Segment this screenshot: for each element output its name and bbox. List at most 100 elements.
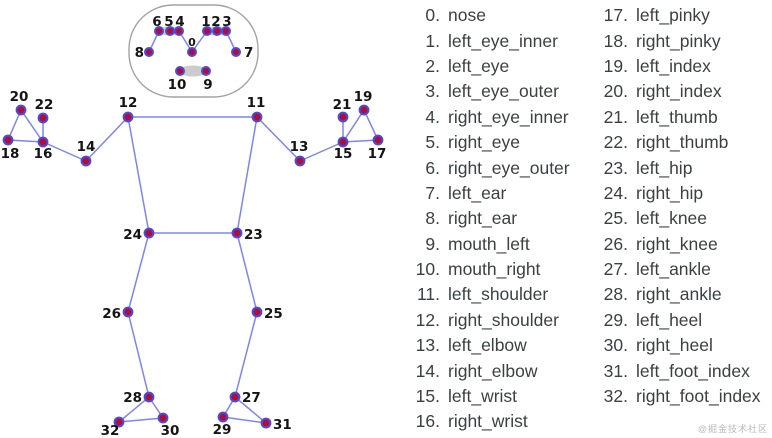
- landmark-index: 28.: [603, 284, 628, 305]
- landmark-index: 15.: [415, 386, 440, 407]
- landmark-dot-11: [251, 111, 263, 123]
- landmark-dot-13: [294, 155, 306, 167]
- landmark-name: right_heel: [636, 335, 713, 356]
- landmark-name: left_hip: [636, 157, 693, 178]
- landmark-item-14: 14.right_elbow: [407, 358, 593, 383]
- landmark-item-16: 16.right_wrist: [407, 409, 593, 434]
- landmark-label-18: 18: [1, 146, 20, 162]
- bone-28-32: [118, 396, 150, 423]
- landmark-dot-18: [2, 134, 14, 146]
- landmark-name: right_knee: [636, 233, 718, 254]
- landmark-item-8: 8.right_ear: [407, 206, 593, 231]
- landmark-item-29: 29.left_heel: [592, 308, 772, 333]
- landmark-name: right_foot_index: [636, 386, 761, 407]
- landmark-dot-10: [175, 66, 185, 76]
- landmark-label-21: 21: [333, 97, 352, 113]
- landmark-label-20: 20: [10, 89, 29, 105]
- landmark-label-1: 1: [201, 14, 210, 30]
- landmark-index: 13.: [415, 335, 440, 356]
- landmark-name: right_pinky: [636, 30, 721, 51]
- landmark-item-17: 17. left_pinky: [592, 3, 772, 28]
- bone-13-15: [299, 141, 344, 162]
- landmark-item-13: 13. left_elbow: [407, 333, 593, 358]
- landmark-label-30: 30: [161, 423, 180, 438]
- landmark-name: left_eye_outer: [448, 81, 559, 102]
- landmark-name: nose: [448, 5, 486, 26]
- landmark-label-8: 8: [135, 45, 144, 61]
- landmark-dot-32: [113, 416, 125, 428]
- landmark-name: left_pinky: [636, 5, 710, 26]
- landmark-item-6: 6. right_eye_outer: [407, 155, 593, 180]
- landmark-index: 26.: [603, 233, 628, 254]
- landmark-dot-28: [143, 391, 155, 403]
- landmark-item-27: 27.left_ankle: [592, 257, 772, 282]
- landmark-name: left_thumb: [636, 106, 718, 127]
- landmark-label-4: 4: [175, 14, 184, 30]
- landmark-name: left_elbow: [448, 335, 527, 356]
- landmark-item-5: 5.right_eye: [407, 130, 593, 155]
- landmark-label-23: 23: [244, 227, 263, 243]
- landmark-item-26: 26. right_knee: [592, 232, 772, 257]
- landmark-dot-0: [187, 47, 197, 57]
- landmark-item-7: 7.left_ear: [407, 181, 593, 206]
- landmark-dot-8: [144, 47, 154, 57]
- landmark-index: 0.: [425, 5, 440, 26]
- landmark-dot-1: [202, 26, 212, 36]
- bone-27-31: [234, 396, 267, 424]
- landmark-name: right_hip: [636, 182, 704, 203]
- landmark-dot-19: [358, 104, 370, 116]
- landmark-name: right_eye: [448, 132, 520, 153]
- landmark-dot-12: [122, 111, 134, 123]
- landmark-name: left_ankle: [636, 259, 711, 280]
- landmark-index: 11.: [416, 284, 440, 305]
- landmark-item-21: 21. left_thumb: [592, 105, 772, 130]
- bone-16-20: [20, 109, 44, 143]
- landmark-label-9: 9: [203, 77, 212, 93]
- landmark-item-18: 18. right_pinky: [592, 28, 772, 53]
- landmark-label-29: 29: [213, 422, 232, 438]
- landmark-name: right_thumb: [636, 132, 729, 153]
- landmark-label-14: 14: [77, 139, 96, 155]
- landmark-name: right_wrist: [448, 411, 528, 432]
- landmark-label-7: 7: [244, 45, 253, 61]
- bone-29-31: [222, 416, 267, 424]
- landmark-item-22: 22.right_thumb: [592, 130, 772, 155]
- landmark-name: left_shoulder: [448, 284, 549, 305]
- landmark-index: 19.: [603, 55, 628, 76]
- landmark-index: 17.: [603, 5, 628, 26]
- landmark-index: 21.: [603, 106, 628, 127]
- landmark-item-0: 0. nose: [407, 3, 593, 28]
- landmark-index: 4.: [425, 106, 440, 127]
- landmark-dot-15: [337, 136, 349, 148]
- landmark-index: 6.: [425, 157, 440, 178]
- landmark-index: 20.: [603, 81, 628, 102]
- landmark-name: right_elbow: [448, 360, 538, 381]
- landmark-item-25: 25.left_knee: [592, 206, 772, 231]
- landmark-index: 18.: [603, 30, 628, 51]
- landmark-label-28: 28: [123, 390, 142, 406]
- landmark-index: 25.: [603, 208, 628, 229]
- bone-16-18: [7, 139, 44, 143]
- landmark-item-10: 10.mouth_right: [407, 257, 593, 282]
- landmark-index: 23.: [603, 157, 628, 178]
- landmark-name: left_heel: [636, 309, 703, 330]
- landmark-label-31: 31: [273, 417, 292, 433]
- landmark-label-0: 0: [188, 36, 196, 49]
- landmark-index: 1.: [425, 30, 440, 51]
- landmark-name: right_eye_outer: [448, 157, 570, 178]
- landmark-index: 3.: [425, 81, 440, 102]
- landmark-dot-5: [165, 26, 175, 36]
- landmark-name: mouth_right: [448, 259, 541, 280]
- landmark-list-column-2: 17. left_pinky 18. right_pinky 19.left_index…: [592, 3, 772, 409]
- bone-15-19: [342, 109, 365, 143]
- landmark-dot-22: [37, 112, 49, 124]
- landmark-dot-17: [372, 134, 384, 146]
- landmark-label-5: 5: [164, 14, 173, 30]
- bone-12-14: [85, 116, 129, 162]
- landmark-item-20: 20.right_index: [592, 79, 772, 104]
- landmark-item-19: 19.left_index: [592, 54, 772, 79]
